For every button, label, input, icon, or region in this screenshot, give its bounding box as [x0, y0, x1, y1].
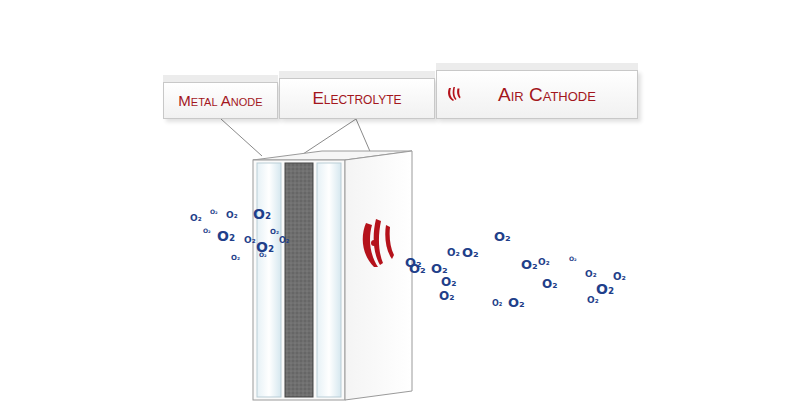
oxygen-molecule: O₂: [253, 207, 271, 221]
cell-side: [345, 151, 412, 400]
oxygen-molecule: O₂: [538, 258, 550, 267]
oxygen-molecule: O₂: [508, 296, 525, 309]
label-box: Metal Anode: [163, 82, 278, 119]
oxygen-molecule: O₂: [447, 248, 460, 258]
oxygen-molecule: O₂: [270, 229, 279, 236]
label-box: Air Cathode: [436, 70, 638, 119]
oxygen-molecule: O₂: [190, 214, 202, 223]
part-name: Electrolyte: [312, 89, 401, 109]
oxygen-molecule: O₂: [203, 228, 211, 234]
oxygen-molecule: O₂: [279, 237, 289, 245]
oxygen-molecule: O₂: [585, 270, 597, 279]
glass-layer: [317, 163, 341, 397]
oxygen-molecule: O₂: [569, 256, 577, 262]
oxygen-molecule: O₂: [217, 229, 235, 243]
oxygen-molecule: O₂: [542, 278, 557, 290]
part-name: Air Cathode: [498, 84, 596, 106]
logo-symbol: [363, 219, 394, 267]
cell-front: [253, 160, 345, 400]
leader-lines: [221, 119, 372, 156]
electrolyte-layer: [285, 163, 313, 397]
oxygen-molecule: O₂: [462, 246, 479, 259]
oxygen-molecule: O₂: [231, 255, 240, 262]
oxygen-molecule: O₂: [596, 282, 614, 296]
oxygen-molecule: O₂: [259, 252, 267, 258]
oxygen-molecule: O₂: [439, 290, 454, 302]
logo-symbol: [446, 86, 462, 102]
oxygen-molecule: O₂: [226, 211, 238, 220]
oxygen-molecule: O₂: [521, 258, 538, 271]
oxygen-molecule: O₂: [492, 300, 502, 308]
oxygen-molecule: O₂: [244, 236, 256, 245]
glass-layer: [257, 163, 281, 397]
oxygen-molecule: O₂: [613, 272, 626, 282]
oxygen-molecule: O₂: [409, 262, 426, 275]
oxygen-molecule: O₂: [210, 209, 218, 215]
oxygen-molecule: O₂: [587, 296, 599, 305]
oxygen-molecule: O₂: [494, 230, 511, 243]
oxygen-molecule: O₂: [441, 276, 456, 288]
oxygen-molecule: O₂: [431, 262, 448, 275]
part-name: Metal Anode: [178, 92, 262, 109]
label-box: Electrolyte: [279, 78, 435, 119]
